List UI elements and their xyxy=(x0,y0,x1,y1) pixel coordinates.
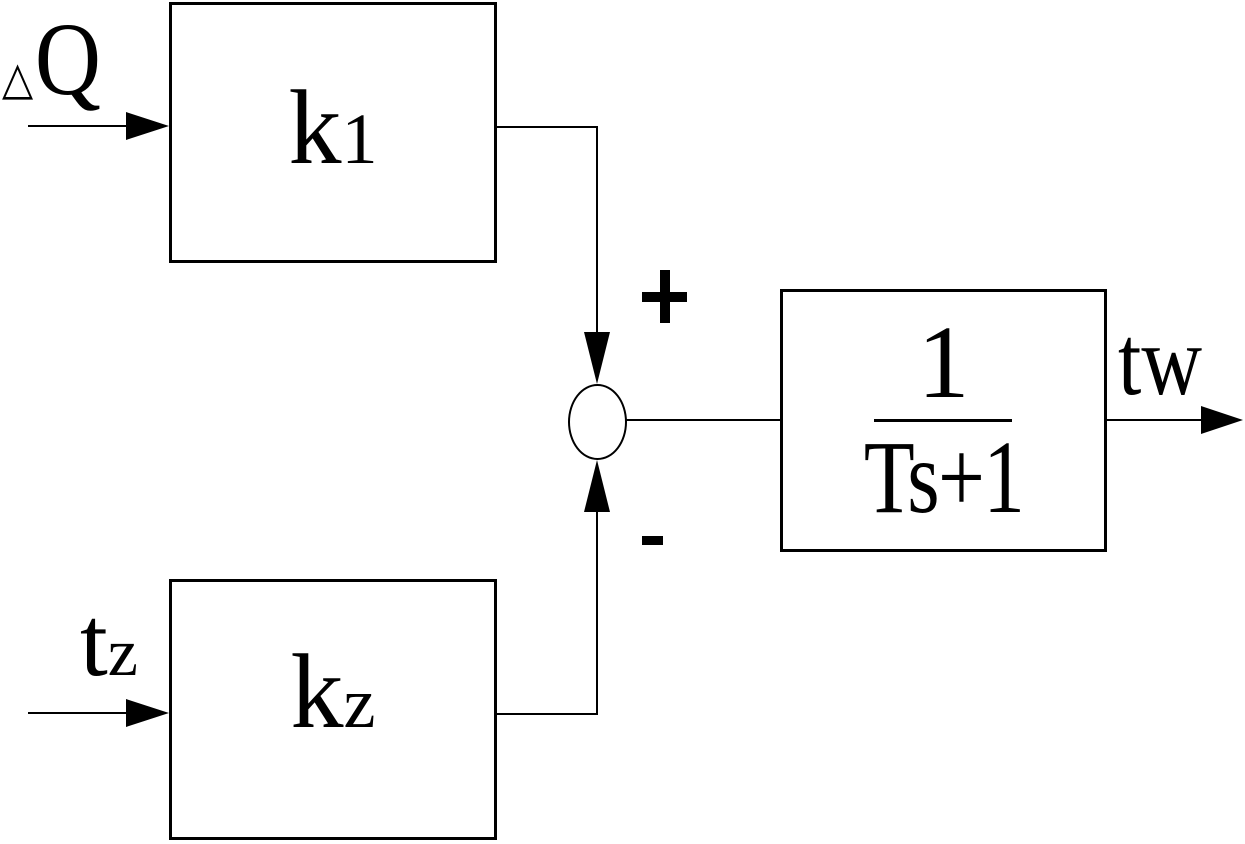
k1-subscript: 1 xyxy=(341,98,378,179)
fraction-numerator: 1 xyxy=(917,305,970,420)
transfer-function-block: 1 Ts+1 xyxy=(780,289,1107,552)
wire-k1-out-horizontal xyxy=(494,126,598,128)
wire-kz-out-vertical xyxy=(596,512,598,715)
block-label-k1: k1 xyxy=(288,74,378,191)
tz-base-text: t xyxy=(80,586,108,697)
output-label-tw: tw xyxy=(1118,305,1202,416)
input-label-delta-q: △Q xyxy=(2,8,101,112)
kz-base-text: k xyxy=(290,632,344,750)
input-label-tz: tz xyxy=(80,592,138,692)
wire-k1-out-vertical xyxy=(596,126,598,337)
fraction-denominator: Ts+1 xyxy=(863,420,1025,535)
arrowhead-q-input xyxy=(126,112,169,140)
transfer-function-fraction: 1 Ts+1 xyxy=(844,311,1043,530)
wire-output xyxy=(1105,419,1203,421)
arrowhead-into-sum-top xyxy=(584,332,610,384)
block-label-kz: kz xyxy=(291,638,376,781)
summing-junction xyxy=(568,384,627,460)
plus-sign xyxy=(642,270,687,323)
k1-base-text: k xyxy=(288,68,342,186)
arrowhead-into-sum-bottom xyxy=(584,460,610,512)
wire-kz-out-horizontal xyxy=(494,713,598,715)
gain-block-k1: k1 xyxy=(169,2,497,263)
minus-sign xyxy=(642,536,663,545)
input-q-text: Q xyxy=(34,2,102,117)
tz-subscript: z xyxy=(107,614,138,690)
wire-tz-input xyxy=(28,712,128,714)
gain-block-kz: kz xyxy=(169,579,497,840)
fraction-bar xyxy=(874,419,1013,422)
arrowhead-output xyxy=(1201,406,1243,434)
plus-sign-horizontal-bar xyxy=(642,292,687,302)
delta-triangle-icon: △ xyxy=(2,51,34,105)
kz-subscript: z xyxy=(343,662,376,743)
wire-sum-to-transfer xyxy=(626,419,781,421)
wire-q-input xyxy=(28,125,128,127)
arrowhead-tz-input xyxy=(126,699,169,727)
